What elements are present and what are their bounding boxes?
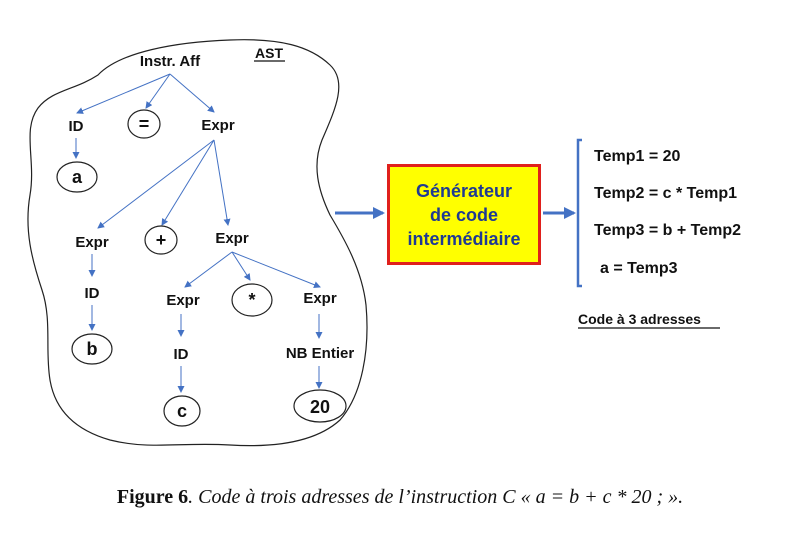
generator-box: Générateur de code intermédiaire (387, 164, 541, 265)
generator-line-3: intermédiaire (407, 228, 521, 249)
node-expr-b: Expr (75, 234, 109, 251)
leaf-c-oval (163, 395, 201, 427)
code-line-4: a = Temp3 (600, 260, 678, 277)
node-expr-top: Expr (201, 117, 235, 134)
ast-label: AST (255, 45, 283, 61)
node-times: * (248, 290, 255, 310)
node-id-c: ID (174, 346, 189, 363)
node-nb-entier: NB Entier (286, 345, 355, 362)
figure-caption: Figure 6. Code à trois adresses de l’ins… (0, 486, 800, 509)
generator-line-1: Générateur (415, 180, 513, 201)
caption-label: Figure 6 (116, 486, 189, 508)
leaf-20-oval (293, 389, 347, 423)
node-times-oval (231, 283, 273, 317)
caption-text: . Code à trois adresses de l’instruction… (188, 486, 684, 508)
leaf-20: 20 (310, 397, 330, 417)
node-id-b: ID (85, 285, 100, 302)
leaf-a: a (72, 167, 83, 187)
code-line-2: Temp2 = c * Temp1 (594, 185, 738, 202)
node-plus-oval (144, 225, 178, 255)
node-plus: + (156, 230, 167, 250)
ast-boundary (27, 39, 368, 447)
leaf-c: c (177, 401, 187, 421)
leaf-a-oval (56, 161, 98, 193)
node-equals: = (139, 114, 150, 134)
node-equals-oval (127, 109, 161, 139)
code-line-1: Temp1 = 20 (594, 148, 681, 165)
leaf-b: b (87, 339, 98, 359)
node-expr-c: Expr (166, 292, 200, 309)
node-expr-mul: Expr (215, 230, 249, 247)
node-expr-20: Expr (303, 290, 337, 307)
code-label: Code à 3 adresses (578, 311, 701, 327)
generator-line-2: de code (429, 204, 499, 225)
code-bracket (576, 138, 582, 288)
code-line-3: Temp3 = b + Temp2 (594, 222, 742, 239)
tree-edges (72, 73, 323, 393)
node-root: Instr. Aff (140, 53, 201, 70)
leaf-b-oval (71, 333, 113, 365)
node-id-left: ID (69, 118, 84, 135)
